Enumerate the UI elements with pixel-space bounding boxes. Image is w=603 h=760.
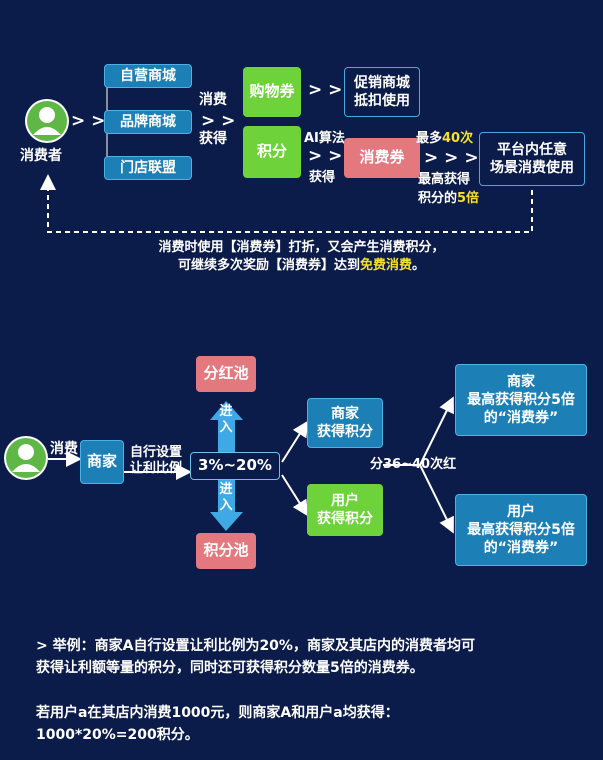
example-line-3: 若用户a在其店内消费1000元，则商家A和用户a均获得： xyxy=(36,705,399,721)
feedback-line-1: 消费时使用【消费券】打折，又会产生消费积分， xyxy=(158,240,445,255)
consumer-avatar-icon xyxy=(25,99,69,143)
points-multiple-label: 积分的5倍 xyxy=(418,191,480,206)
up-arrow-to-dividend-pool xyxy=(210,401,243,452)
in-label-up: 进 入 xyxy=(219,404,233,436)
get-label-2: 获得 xyxy=(309,170,336,185)
max-times-label: 最多40次 xyxy=(416,131,474,146)
platform-use-box: 平台内任意 场景消费使用 xyxy=(479,132,585,186)
feedback-loop-arrow xyxy=(40,174,533,233)
to-user-points-arrow xyxy=(281,474,309,517)
chevron-arrows-1: > > xyxy=(71,111,106,131)
shopping-voucher-box: 购物券 xyxy=(243,67,301,117)
feedback-line-2: 可继续多次奖励【消费券】达到免费消费。 xyxy=(177,258,426,273)
points-pool-box: 积分池 xyxy=(196,533,256,569)
to-user-vouchers-arrow xyxy=(419,464,454,534)
max-gain-label: 最高获得 xyxy=(418,172,471,187)
ai-algo-label: AI算法 xyxy=(304,131,345,146)
in-label-down: 进 入 xyxy=(219,482,233,514)
merchant-box: 商家 xyxy=(80,440,124,484)
example-line-1: > 举例：商家A自行设置让利比例为20%，商家及其店内的消费者均可 xyxy=(36,638,475,654)
user-points-box: 用户 获得积分 xyxy=(307,484,383,536)
points-box: 积分 xyxy=(243,126,301,178)
promo-mall-box: 促销商城 抵扣使用 xyxy=(344,67,420,117)
consume-label: 消费 xyxy=(199,92,227,108)
consume-voucher-box: 消费券 xyxy=(344,138,420,178)
chevron-arrows-5: > > > xyxy=(424,148,479,168)
chevron-arrows-4: > > xyxy=(308,146,343,166)
chevron-arrows-2: > > xyxy=(201,111,236,131)
merchant-vouchers-box: 商家 最高获得积分5倍 的“消费券” xyxy=(455,364,587,436)
to-merchant-points-arrow xyxy=(281,420,309,463)
merchant-points-box: 商家 获得积分 xyxy=(307,398,383,448)
example-line-4: 1000*20%=200积分。 xyxy=(36,727,199,743)
consume-label-2: 消费 xyxy=(50,441,78,457)
dividend-times-label: 分36~40次红 xyxy=(370,457,457,472)
store-alliance-box: 门店联盟 xyxy=(104,156,192,180)
dividend-pool-box: 分红池 xyxy=(196,356,256,392)
consumer-avatar-icon-2 xyxy=(4,436,48,480)
get-label: 获得 xyxy=(199,131,227,147)
example-line-2: 获得让利额等量的积分，同时还可获得积分数量5倍的消费券。 xyxy=(36,660,424,676)
self-set-label: 自行设置 让利比例 xyxy=(129,445,182,477)
ratio-box: 3%~20% xyxy=(190,452,280,480)
down-arrow-to-points-pool xyxy=(210,480,243,531)
self-operated-mall-box: 自营商城 xyxy=(104,64,192,88)
chevron-arrows-3: > > xyxy=(308,80,343,100)
brand-mall-box: 品牌商城 xyxy=(104,110,192,134)
user-vouchers-box: 用户 最高获得积分5倍 的“消费券” xyxy=(455,494,587,566)
to-merchant-vouchers-arrow xyxy=(419,396,454,466)
consumer-label: 消费者 xyxy=(20,148,62,164)
